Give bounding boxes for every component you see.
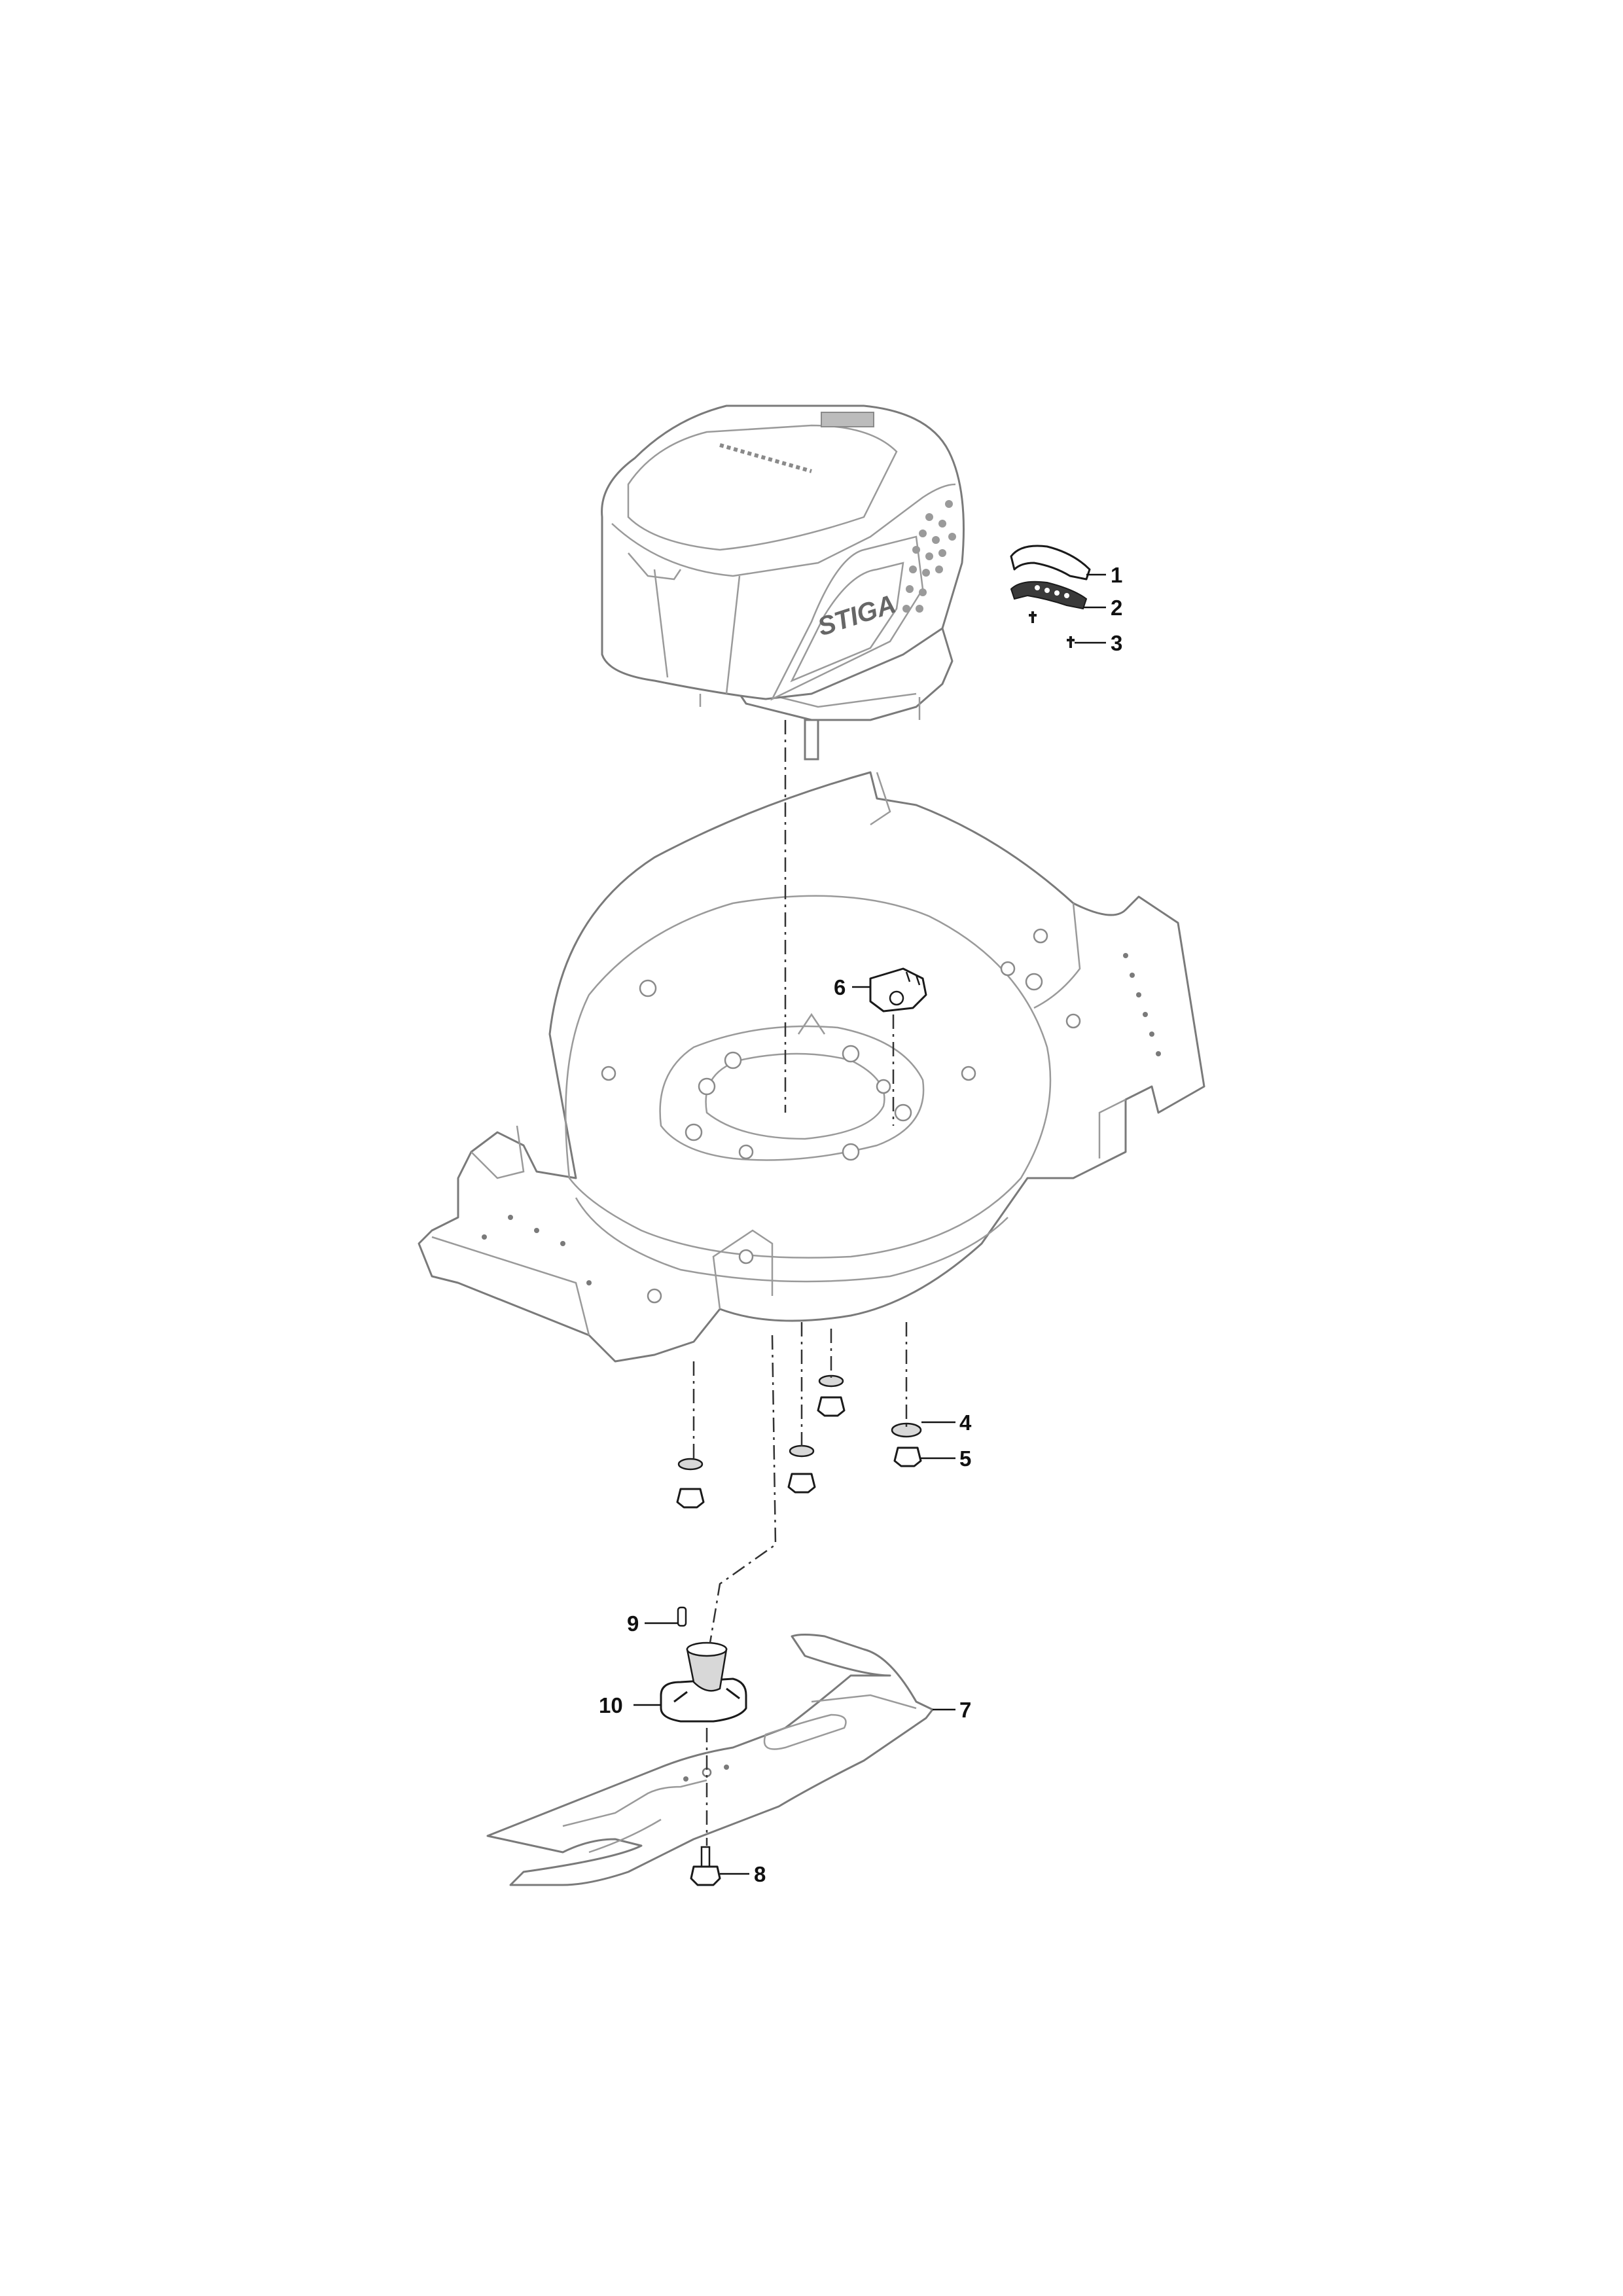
callout-4: 4 — [959, 1410, 972, 1435]
handle-parts — [1010, 545, 1091, 648]
handle-markings — [1035, 585, 1069, 598]
callout-7: 7 — [959, 1698, 971, 1722]
callout-1: 1 — [1111, 563, 1122, 587]
callout-5: 5 — [959, 1446, 971, 1471]
bracket-part — [869, 967, 927, 1013]
washers-and-nuts — [676, 1374, 922, 1509]
blade — [486, 1634, 934, 1886]
assembly-lines — [692, 720, 908, 1846]
callout-3: 3 — [1111, 631, 1122, 655]
callout-2: 2 — [1111, 596, 1122, 620]
key-part — [677, 1606, 687, 1627]
callout-labels: 1 2 3 4 5 6 7 8 9 10 — [599, 563, 1122, 1886]
blade-bolt — [690, 1846, 721, 1886]
deck-small-holes — [482, 953, 1161, 1285]
callout-10: 10 — [599, 1693, 623, 1717]
callout-9: 9 — [627, 1611, 639, 1636]
vent-holes — [902, 500, 956, 613]
blade-holder — [660, 1641, 747, 1723]
callout-6: 6 — [834, 975, 846, 999]
deck-mounting-holes — [601, 928, 1081, 1304]
callout-8: 8 — [754, 1862, 766, 1886]
motor-hood-assembly: STIGA — [601, 404, 965, 761]
mower-deck — [418, 771, 1205, 1363]
leader-lines — [633, 573, 1106, 1875]
